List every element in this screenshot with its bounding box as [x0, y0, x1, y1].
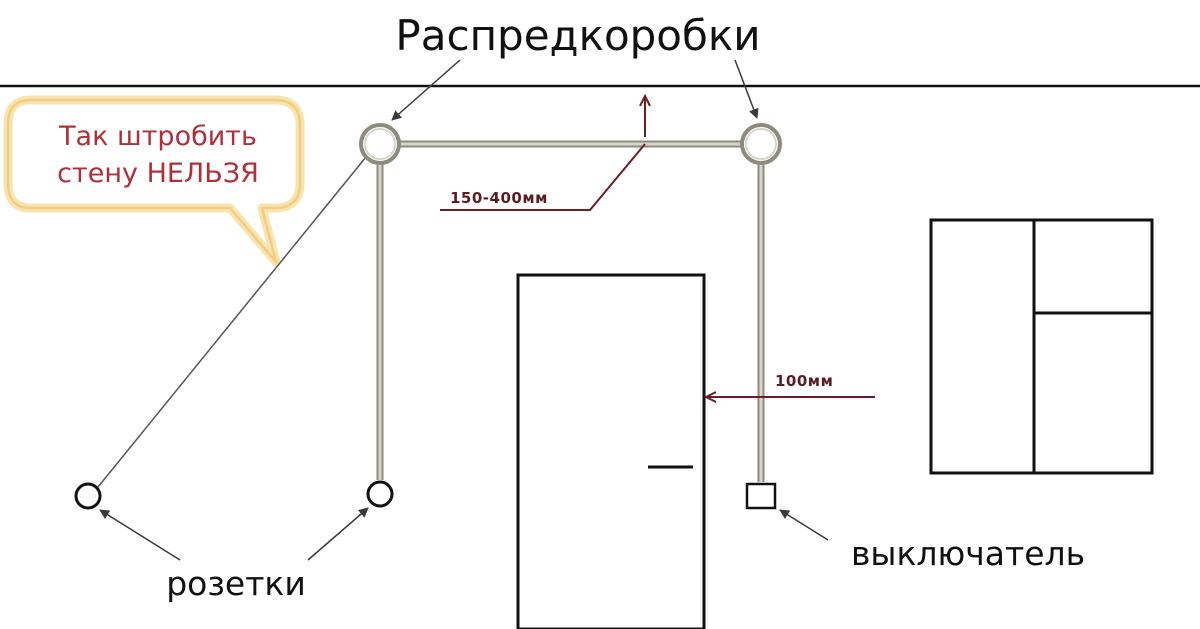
- dimension-ceiling-label: 150-400мм: [450, 189, 548, 207]
- socket-middle: [366, 480, 394, 508]
- dimension-door-label: 100мм: [775, 372, 833, 390]
- warning-text-line2: стену НЕЛЬЗЯ: [57, 158, 259, 189]
- junction-boxes-label: Распредкоробки: [395, 11, 760, 60]
- switch-leader: [779, 509, 829, 541]
- title-leader-left: [391, 59, 461, 121]
- dimension-door: 100мм: [706, 372, 875, 397]
- junction-box-left: [359, 123, 401, 165]
- window: [929, 218, 1154, 475]
- door: [516, 273, 706, 629]
- sockets-leader-left: [99, 509, 181, 561]
- title-leader-right: [734, 59, 759, 119]
- sockets-label: розетки: [166, 564, 306, 603]
- warning-callout: Так штробить стену НЕЛЬЗЯ: [3, 95, 305, 267]
- diagonal-wire: [97, 156, 367, 488]
- switch-label: выключатель: [851, 534, 1085, 573]
- socket-left: [74, 482, 102, 510]
- sockets-leader-right: [307, 507, 369, 561]
- dimension-ceiling: 150-400мм: [440, 96, 645, 211]
- switch-box: [745, 482, 777, 510]
- junction-box-right: [740, 123, 782, 165]
- warning-text-line1: Так штробить: [58, 121, 257, 152]
